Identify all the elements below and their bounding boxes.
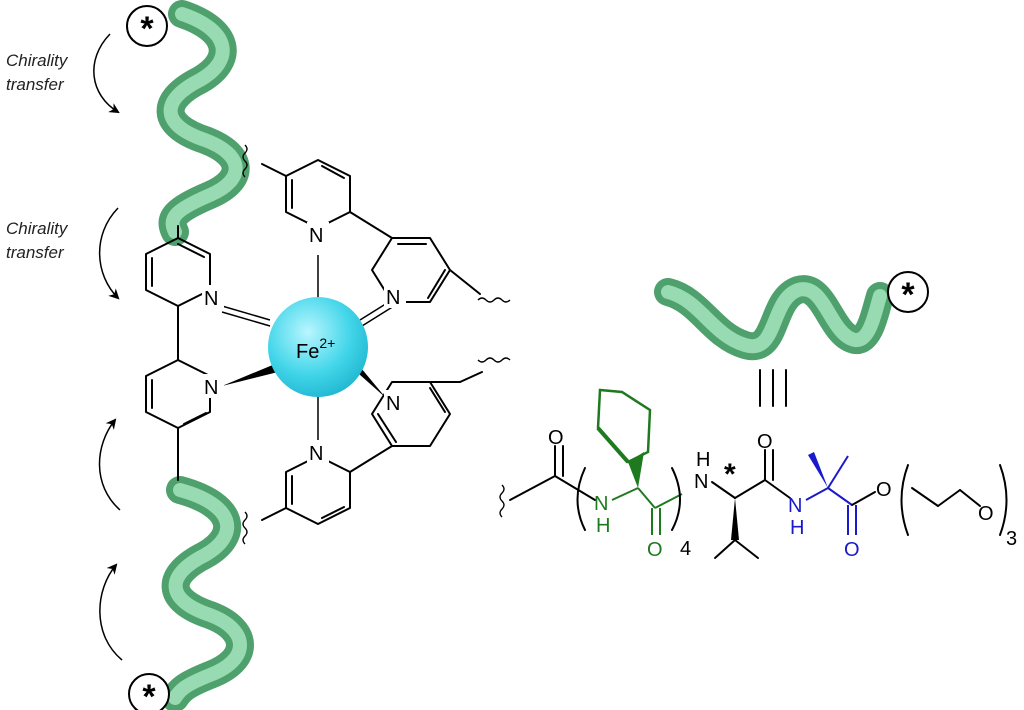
wavy-bond-icon xyxy=(477,297,511,303)
chirality-label-top: Chirality transfer xyxy=(6,51,69,94)
asterisk-text: * xyxy=(140,10,154,48)
fe-complex: Fe2+ N N xyxy=(145,144,511,545)
curved-arrow-icon xyxy=(98,207,120,300)
n-atom: N xyxy=(204,288,218,310)
chiral-marker-icon xyxy=(126,5,168,47)
o-atom: O xyxy=(647,539,663,561)
asterisk-text: * xyxy=(142,678,156,710)
fe-label: Fe2+ xyxy=(296,335,335,363)
chiral-marker-right: * xyxy=(887,271,929,314)
label-line-1: Chirality xyxy=(6,219,69,238)
n-atom: N xyxy=(386,287,400,309)
chiral-marker-icon xyxy=(887,271,929,313)
h-atom: H xyxy=(596,515,610,537)
o-atom: O xyxy=(978,503,994,525)
peptide-structure: O N H O 4 H N * O xyxy=(499,388,1017,561)
n-atom: N xyxy=(788,495,802,517)
chiral-marker-top: * xyxy=(126,5,168,48)
chirality-label-mid: Chirality transfer xyxy=(6,219,69,262)
repeat-count: 3 xyxy=(1006,528,1017,550)
nh-atom: N xyxy=(594,493,608,515)
bipyridine-left: N N xyxy=(145,225,224,481)
fe-center xyxy=(268,297,368,397)
o-atom: O xyxy=(844,539,860,561)
chiral-marker-icon xyxy=(128,673,170,710)
h-atom: H xyxy=(790,517,804,539)
n-atom: N xyxy=(309,225,323,247)
blue-residue: N H O xyxy=(788,452,860,561)
curved-arrow-icon xyxy=(93,33,120,114)
wavy-bond-icon xyxy=(242,144,248,178)
chiral-marker-bottom: * xyxy=(128,673,170,710)
helix-bottom xyxy=(161,476,254,710)
asterisk-text: * xyxy=(901,276,915,314)
helix-right xyxy=(654,275,894,361)
label-line-2: transfer xyxy=(6,243,65,262)
n-atom: N xyxy=(204,377,218,399)
helix-top xyxy=(156,0,250,246)
o-atom: O xyxy=(548,427,564,449)
wavy-bond-icon xyxy=(477,357,511,363)
n-atom: N xyxy=(694,471,708,493)
label-line-2: transfer xyxy=(6,75,65,94)
equivalence-symbol xyxy=(759,369,787,407)
repeat-count: 4 xyxy=(680,538,691,560)
n-atom: N xyxy=(386,393,400,415)
curved-arrow-icon xyxy=(99,563,123,661)
green-residue: N H O xyxy=(594,388,683,561)
curved-arrow-icon xyxy=(98,418,121,511)
wavy-bond-icon xyxy=(499,484,505,518)
bipyridine-bottom: N N xyxy=(261,371,483,525)
o-atom: O xyxy=(876,479,892,501)
n-atom: N xyxy=(309,443,323,465)
h-atom: H xyxy=(696,449,710,471)
bipyridine-top: N N xyxy=(261,159,481,309)
o-atom: O xyxy=(757,431,773,453)
wavy-bond-icon xyxy=(242,511,248,545)
label-line-1: Chirality xyxy=(6,51,69,70)
chiral-asterisk: * xyxy=(724,458,736,491)
